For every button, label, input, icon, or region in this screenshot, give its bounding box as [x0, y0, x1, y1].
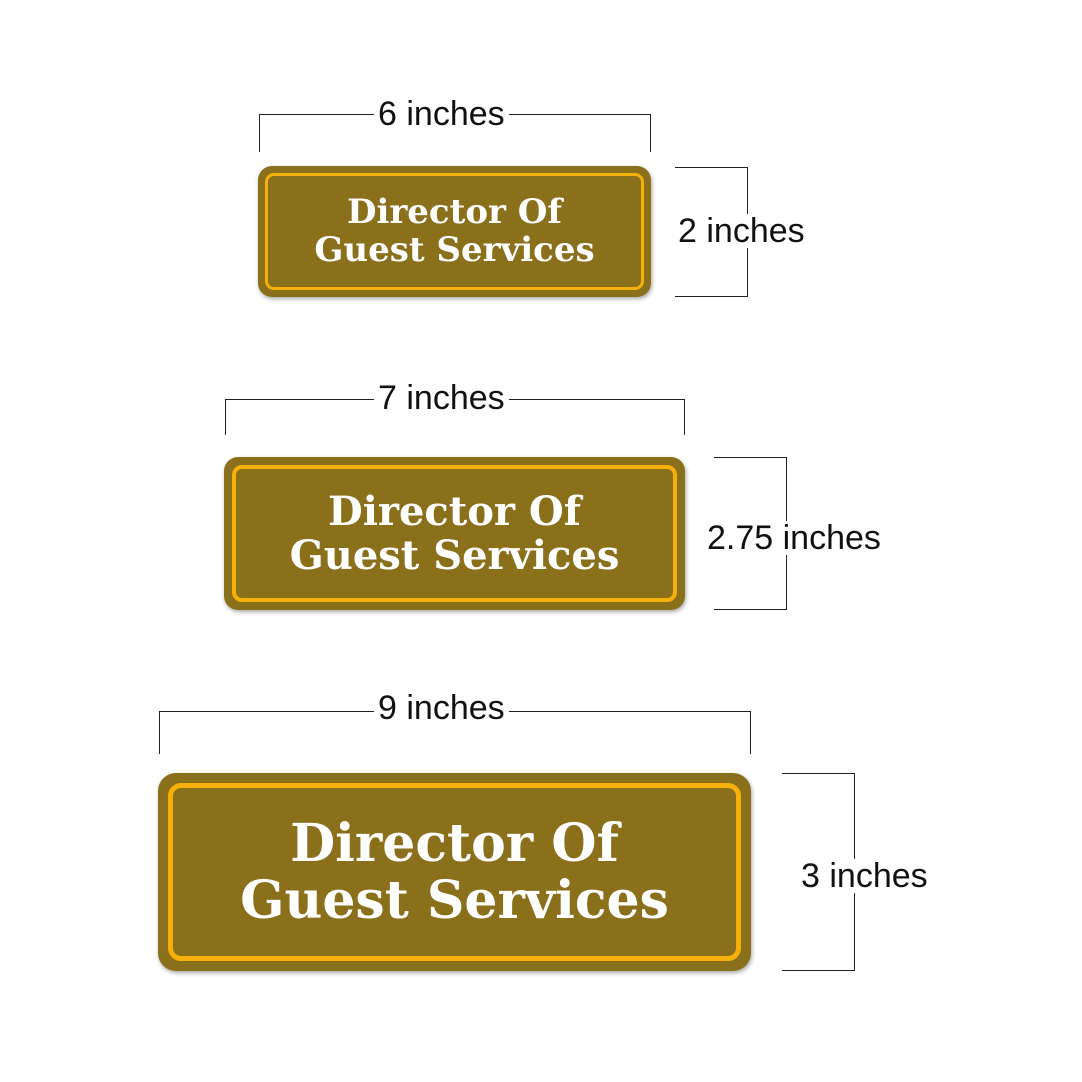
sign-text-line-1: Director Of	[328, 487, 581, 535]
width-bracket-left-tick	[159, 711, 160, 754]
sign-text-line-1: Director Of	[290, 812, 619, 874]
sign-medium: Director Of Guest Services	[224, 457, 685, 610]
width-label: 7 inches	[374, 381, 509, 415]
sign-small-border: Director Of Guest Services	[265, 173, 644, 290]
height-bracket-bottom-tick	[675, 296, 748, 297]
height-bracket-top-tick	[675, 167, 748, 168]
sign-text-line-2: Guest Services	[289, 531, 620, 579]
height-bracket-top-tick	[714, 457, 787, 458]
width-label: 6 inches	[374, 97, 509, 131]
sign-text-line-1: Director Of	[346, 192, 563, 233]
height-bracket-bottom-tick	[714, 609, 787, 610]
height-label: 2 inches	[674, 214, 809, 248]
height-label: 3 inches	[797, 859, 932, 893]
sign-text-line-2: Guest Services	[314, 229, 595, 270]
sign-large-border: Director Of Guest Services	[168, 783, 741, 961]
height-bracket-bottom-tick	[782, 970, 855, 971]
height-label: 2.75 inches	[703, 521, 885, 555]
sign-large: Director Of Guest Services	[158, 773, 751, 971]
width-bracket-left-tick	[225, 399, 226, 435]
sign-text-line-2: Guest Services	[240, 870, 669, 931]
width-label: 9 inches	[374, 691, 509, 725]
width-bracket-left-tick	[259, 114, 260, 152]
sign-small: Director Of Guest Services	[258, 166, 651, 297]
height-bracket-top-tick	[782, 773, 855, 774]
sign-medium-border: Director Of Guest Services	[232, 465, 677, 602]
width-bracket-right-tick	[650, 114, 651, 152]
width-bracket-right-tick	[684, 399, 685, 435]
width-bracket-right-tick	[750, 711, 751, 754]
